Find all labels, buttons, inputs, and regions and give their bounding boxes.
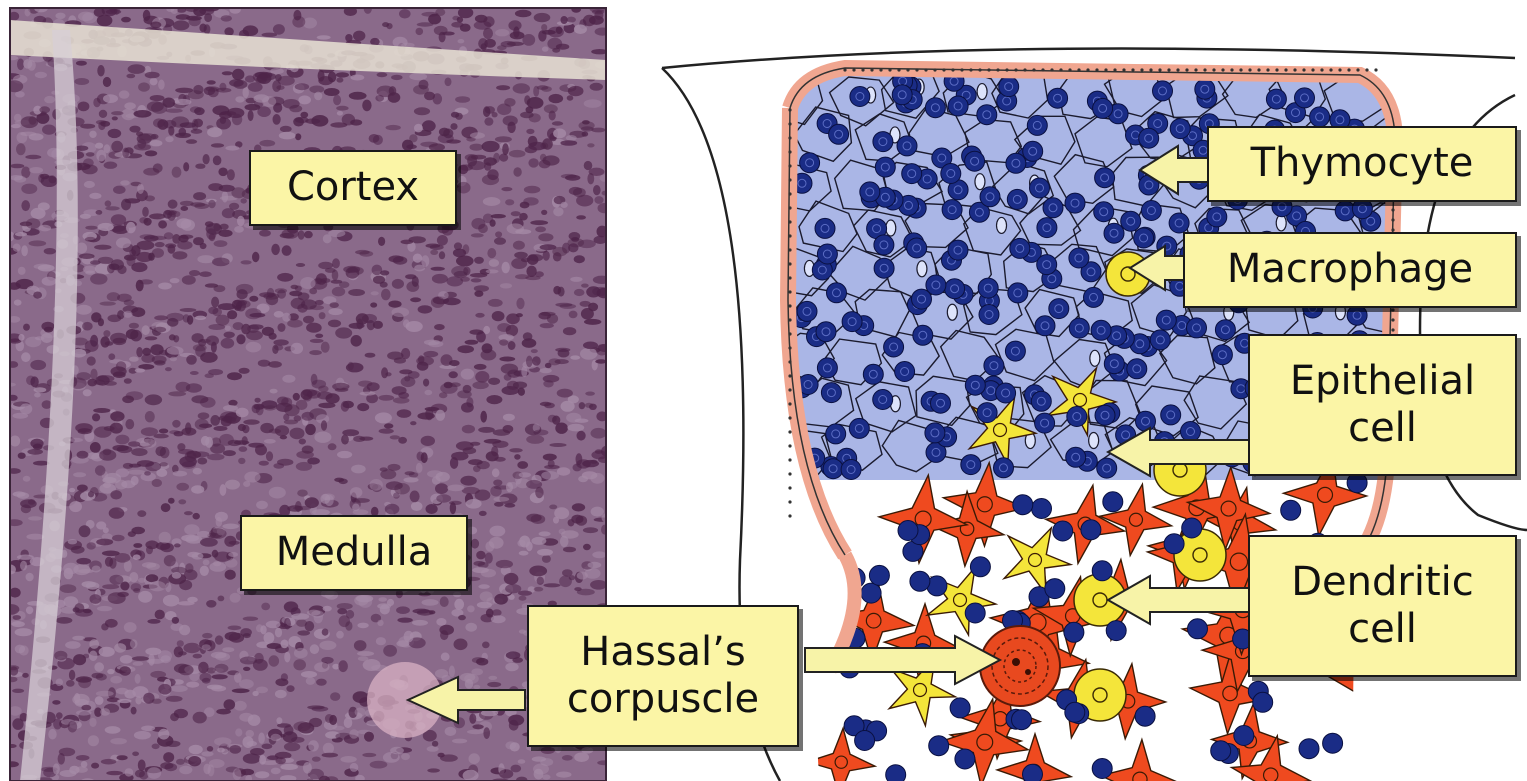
- hassals-corpuscle-structure: [980, 626, 1060, 706]
- medulla-label: Medulla: [240, 515, 468, 591]
- epithelial-cell-label: Epithelial cell: [1248, 334, 1517, 476]
- cortex-label: Cortex: [249, 150, 457, 226]
- macrophage-label: Macrophage: [1183, 232, 1517, 308]
- dendritic-cell-label: Dendritic cell: [1248, 535, 1517, 677]
- thymocyte-label: Thymocyte: [1207, 126, 1517, 202]
- micrograph: [3, 4, 613, 781]
- hassals-corpuscle-label: Hassal’s corpuscle: [527, 605, 799, 747]
